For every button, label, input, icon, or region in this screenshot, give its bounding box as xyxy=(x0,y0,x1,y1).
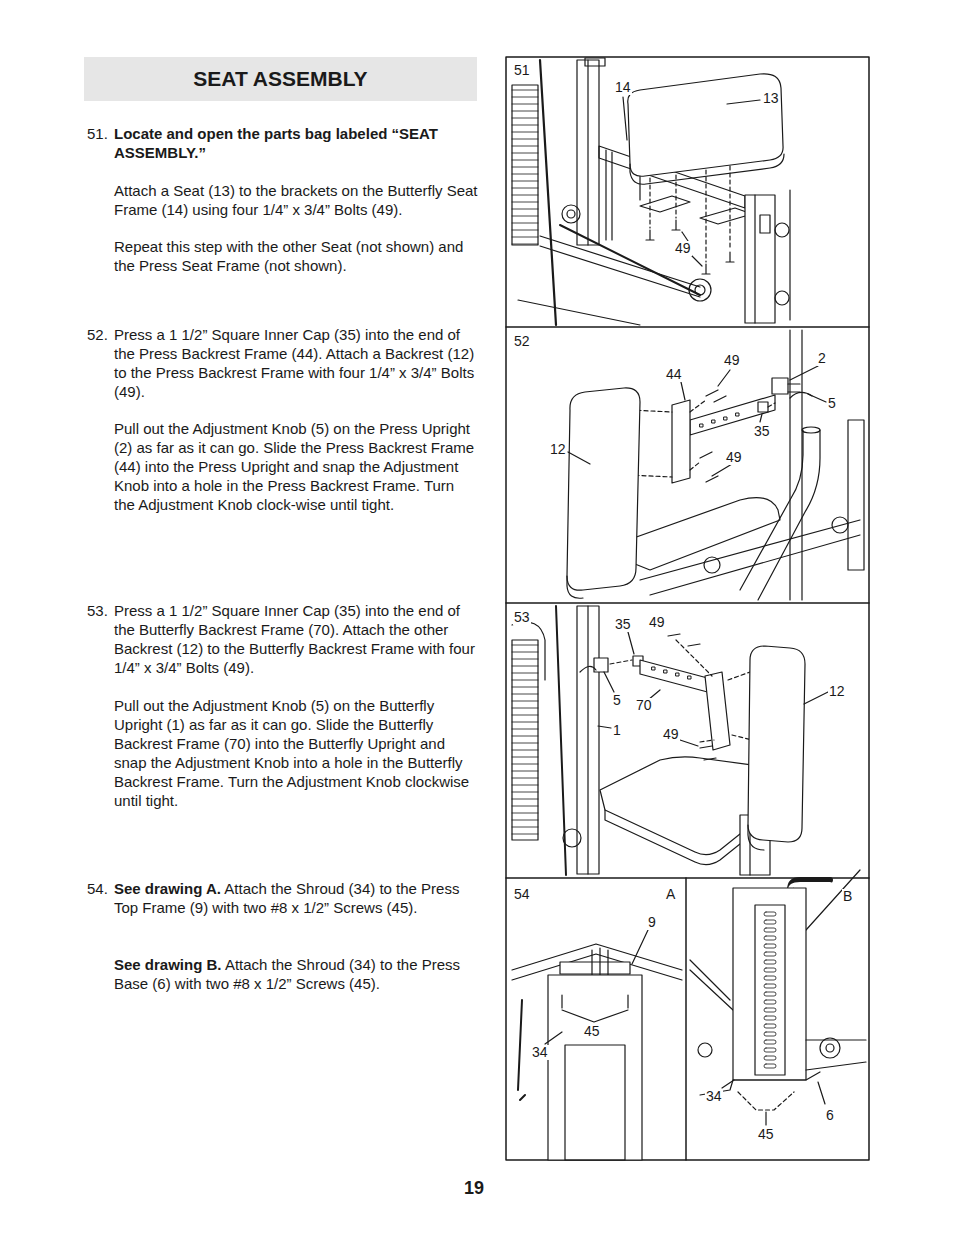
callout-number: 49 xyxy=(662,727,680,742)
panel-number: 53 xyxy=(513,610,531,625)
callout-number: 9 xyxy=(647,915,657,930)
instruction-paragraph: Locate and open the parts bag labeled “S… xyxy=(114,124,479,162)
instruction-heading: Locate and open the parts bag labeled “S… xyxy=(114,125,438,161)
step-51-drawing xyxy=(512,58,790,325)
callout-number: 14 xyxy=(614,80,632,95)
step-number: 52. xyxy=(87,325,108,344)
callout-number: 34 xyxy=(705,1089,723,1104)
instruction-text: Pull out the Adjustment Knob (5) on the … xyxy=(114,697,469,809)
callout-number: 45 xyxy=(583,1024,601,1039)
callout-number: 13 xyxy=(762,91,780,106)
callout-number: 35 xyxy=(753,424,771,439)
step-number: 54. xyxy=(87,879,108,898)
instruction-heading: See drawing B. xyxy=(114,956,222,973)
callout-number: 44 xyxy=(665,367,683,382)
instruction-paragraph: See drawing B. Attach the Shroud (34) to… xyxy=(114,955,479,993)
callout-number: B xyxy=(842,889,853,904)
callout-number: 5 xyxy=(612,693,622,708)
instruction-paragraph: Press a 1 1/2” Square Inner Cap (35) int… xyxy=(114,325,479,401)
instruction-text: Repeat this step with the other Seat (no… xyxy=(114,238,463,274)
callout-number: 49 xyxy=(674,241,692,256)
instruction-paragraph: Pull out the Adjustment Knob (5) on the … xyxy=(114,696,479,810)
instruction-paragraph: Attach a Seat (13) to the brackets on th… xyxy=(114,181,479,219)
instruction-paragraph: Repeat this step with the other Seat (no… xyxy=(114,237,479,275)
instruction-heading: See drawing A. xyxy=(114,880,221,897)
section-title: SEAT ASSEMBLY xyxy=(84,57,477,101)
step-52-drawing xyxy=(567,330,864,600)
callout-number: 35 xyxy=(614,617,632,632)
callout-number: A xyxy=(665,887,676,902)
panel-number: 51 xyxy=(513,63,531,78)
panel-number: 52 xyxy=(513,334,531,349)
callout-number: 6 xyxy=(825,1108,835,1123)
weight-stack xyxy=(512,90,538,834)
callout-number: 49 xyxy=(725,450,743,465)
page-number: 19 xyxy=(464,1178,484,1198)
step-54a-drawing xyxy=(512,930,682,1160)
callout-number: 5 xyxy=(827,396,837,411)
instruction-text: Press a 1 1/2” Square Inner Cap (35) int… xyxy=(114,602,475,676)
callout-number: 1 xyxy=(612,723,622,738)
step-number: 53. xyxy=(87,601,108,620)
step-54b-drawing xyxy=(690,870,866,1125)
instruction-paragraph: See drawing A. Attach the Shroud (34) to… xyxy=(114,879,479,917)
panel-frames xyxy=(506,57,869,1160)
step-number: 51. xyxy=(87,124,108,143)
instruction-text: Attach a Seat (13) to the brackets on th… xyxy=(114,182,478,218)
panel-number: 54 xyxy=(513,887,531,902)
callout-number: 49 xyxy=(648,615,666,630)
callout-number: 34 xyxy=(531,1045,549,1060)
callout-number: 2 xyxy=(817,351,827,366)
instruction-text: Pull out the Adjustment Knob (5) on the … xyxy=(114,420,474,513)
callout-number: 49 xyxy=(723,353,741,368)
callout-number: 12 xyxy=(828,684,846,699)
instruction-paragraph: Press a 1 1/2” Square Inner Cap (35) int… xyxy=(114,601,479,677)
callout-number: 12 xyxy=(549,442,567,457)
callout-number: 45 xyxy=(757,1127,775,1142)
instruction-paragraph: Pull out the Adjustment Knob (5) on the … xyxy=(114,419,479,514)
step-53-drawing xyxy=(512,606,828,875)
callout-number: 70 xyxy=(635,698,653,713)
instruction-text: Press a 1 1/2” Square Inner Cap (35) int… xyxy=(114,326,474,400)
